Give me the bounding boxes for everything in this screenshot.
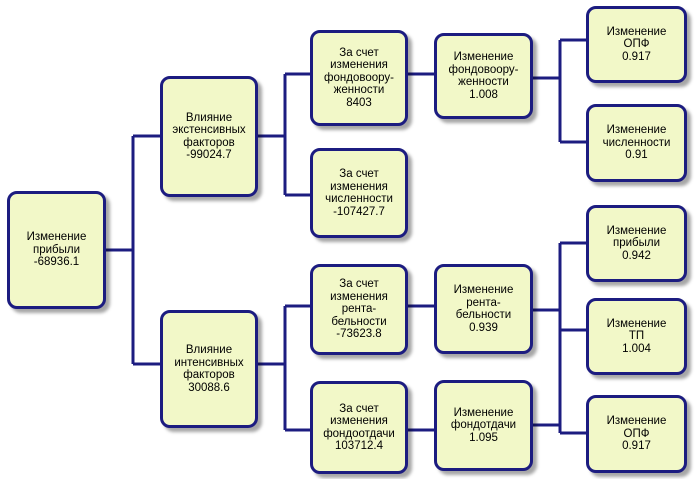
node-due-to-capital-productivity: За счет изменения фондоотдачи 103712.4	[310, 381, 408, 474]
node-capital-productivity-index: Изменение фондотдачи 1.095	[434, 380, 533, 471]
node-profitability-index: Изменение рента- бельности 0.939	[434, 264, 533, 354]
node-intensive-factors: Влияние интенсивных факторов 30088.6	[160, 310, 258, 428]
node-headcount-index: Изменение численности 0.91	[586, 104, 687, 182]
node-due-to-profitability: За счет изменения рента- бельности -7362…	[310, 264, 408, 355]
node-due-to-headcount: За счет изменения численности -107427.7	[310, 148, 408, 238]
node-fixed-assets-index-1: Изменение ОПФ 0.917	[586, 6, 687, 83]
node-capital-labor-ratio-index: Изменение фондовоору- женности 1.008	[434, 33, 533, 119]
node-due-to-capital-labor-ratio: За счет изменения фондовоору- женности 8…	[310, 30, 408, 126]
node-profit-change: Изменение прибыли -68936.1	[7, 191, 106, 309]
node-output-index: Изменение ТП 1.004	[586, 298, 687, 375]
node-fixed-assets-index-2: Изменение ОПФ 0.917	[586, 395, 687, 473]
node-profit-index: Изменение прибыли 0.942	[586, 205, 687, 282]
node-extensive-factors: Влияние экстенсивных факторов -99024.7	[160, 76, 258, 197]
